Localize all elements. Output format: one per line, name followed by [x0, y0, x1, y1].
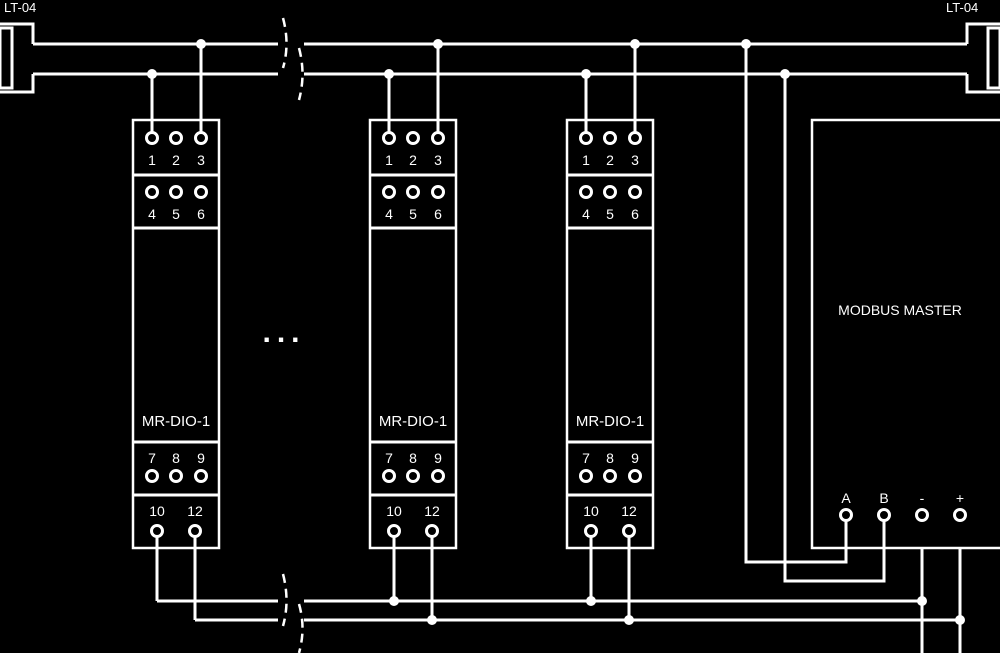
terminal-label-7: 7 [385, 450, 393, 466]
terminal-3 [194, 131, 208, 145]
terminal-8 [603, 469, 617, 483]
terminal-7 [579, 469, 593, 483]
terminal-label-12: 12 [621, 503, 637, 519]
terminal-label-5: 5 [172, 206, 180, 222]
terminal-12 [622, 524, 636, 538]
terminal-10 [584, 524, 598, 538]
modbus-master: MODBUS MASTER A B - + [741, 39, 1000, 583]
terminal-8 [406, 469, 420, 483]
master-terminal-label: A [841, 490, 851, 506]
terminal-label-1: 1 [385, 152, 393, 168]
top-bus [33, 17, 967, 101]
terminal-12 [188, 524, 202, 538]
terminal-label-2: 2 [409, 152, 417, 168]
terminal-5 [169, 185, 183, 199]
terminal-label-2: 2 [606, 152, 614, 168]
bottom-bus [157, 517, 965, 653]
terminal-9 [194, 469, 208, 483]
terminal-label-1: 1 [148, 152, 156, 168]
master-terminal [915, 508, 929, 522]
terminal-label-5: 5 [409, 206, 417, 222]
terminal-label-12: 12 [187, 503, 203, 519]
left-terminator: LT-04 [0, 0, 36, 94]
terminal-label-2: 2 [172, 152, 180, 168]
terminal-label-9: 9 [434, 450, 442, 466]
terminal-9 [628, 469, 642, 483]
terminal-12 [425, 524, 439, 538]
ellipsis: ... [262, 316, 305, 349]
terminal-label-10: 10 [149, 503, 165, 519]
master-terminal [953, 508, 967, 522]
terminal-2 [406, 131, 420, 145]
terminal-label-8: 8 [606, 450, 614, 466]
master-terminal [877, 508, 891, 522]
terminal-label-1: 1 [582, 152, 590, 168]
terminal-label-5: 5 [606, 206, 614, 222]
terminal-2 [169, 131, 183, 145]
terminal-label-9: 9 [197, 450, 205, 466]
master-terminal-label: B [879, 490, 888, 506]
terminal-9 [431, 469, 445, 483]
master-terminal-label: - [920, 490, 925, 506]
terminal-3 [628, 131, 642, 145]
terminal-4 [145, 185, 159, 199]
terminal-label-4: 4 [385, 206, 393, 222]
terminal-5 [406, 185, 420, 199]
terminal-label-6: 6 [197, 206, 205, 222]
terminal-1 [382, 131, 396, 145]
module-name: MR-DIO-1 [576, 413, 644, 430]
terminal-6 [431, 185, 445, 199]
terminal-label-10: 10 [386, 503, 402, 519]
terminal-6 [194, 185, 208, 199]
terminal-label-6: 6 [434, 206, 442, 222]
terminal-label-9: 9 [631, 450, 639, 466]
terminal-7 [382, 469, 396, 483]
terminal-label-6: 6 [631, 206, 639, 222]
terminal-label-10: 10 [583, 503, 599, 519]
terminal-3 [431, 131, 445, 145]
terminal-label-4: 4 [582, 206, 590, 222]
terminal-1 [145, 131, 159, 145]
terminal-label-8: 8 [172, 450, 180, 466]
terminal-10 [387, 524, 401, 538]
terminal-label-3: 3 [197, 152, 205, 168]
terminal-5 [603, 185, 617, 199]
terminal-label-3: 3 [631, 152, 639, 168]
terminal-label-7: 7 [148, 450, 156, 466]
right-terminator: LT-04 [946, 0, 1000, 94]
master-terminal-label: + [956, 490, 964, 506]
right-terminator-label: LT-04 [946, 0, 978, 15]
terminal-2 [603, 131, 617, 145]
terminal-10 [150, 524, 164, 538]
terminal-7 [145, 469, 159, 483]
terminal-4 [579, 185, 593, 199]
master-label: MODBUS MASTER [838, 302, 962, 318]
module-name: MR-DIO-1 [379, 413, 447, 430]
module-name: MR-DIO-1 [142, 413, 210, 430]
terminal-label-12: 12 [424, 503, 440, 519]
master-terminal [839, 508, 853, 522]
terminal-label-3: 3 [434, 152, 442, 168]
terminal-6 [628, 185, 642, 199]
terminal-label-8: 8 [409, 450, 417, 466]
terminal-label-7: 7 [582, 450, 590, 466]
terminal-4 [382, 185, 396, 199]
terminal-8 [169, 469, 183, 483]
terminal-1 [579, 131, 593, 145]
terminal-label-4: 4 [148, 206, 156, 222]
left-terminator-label: LT-04 [4, 0, 36, 15]
